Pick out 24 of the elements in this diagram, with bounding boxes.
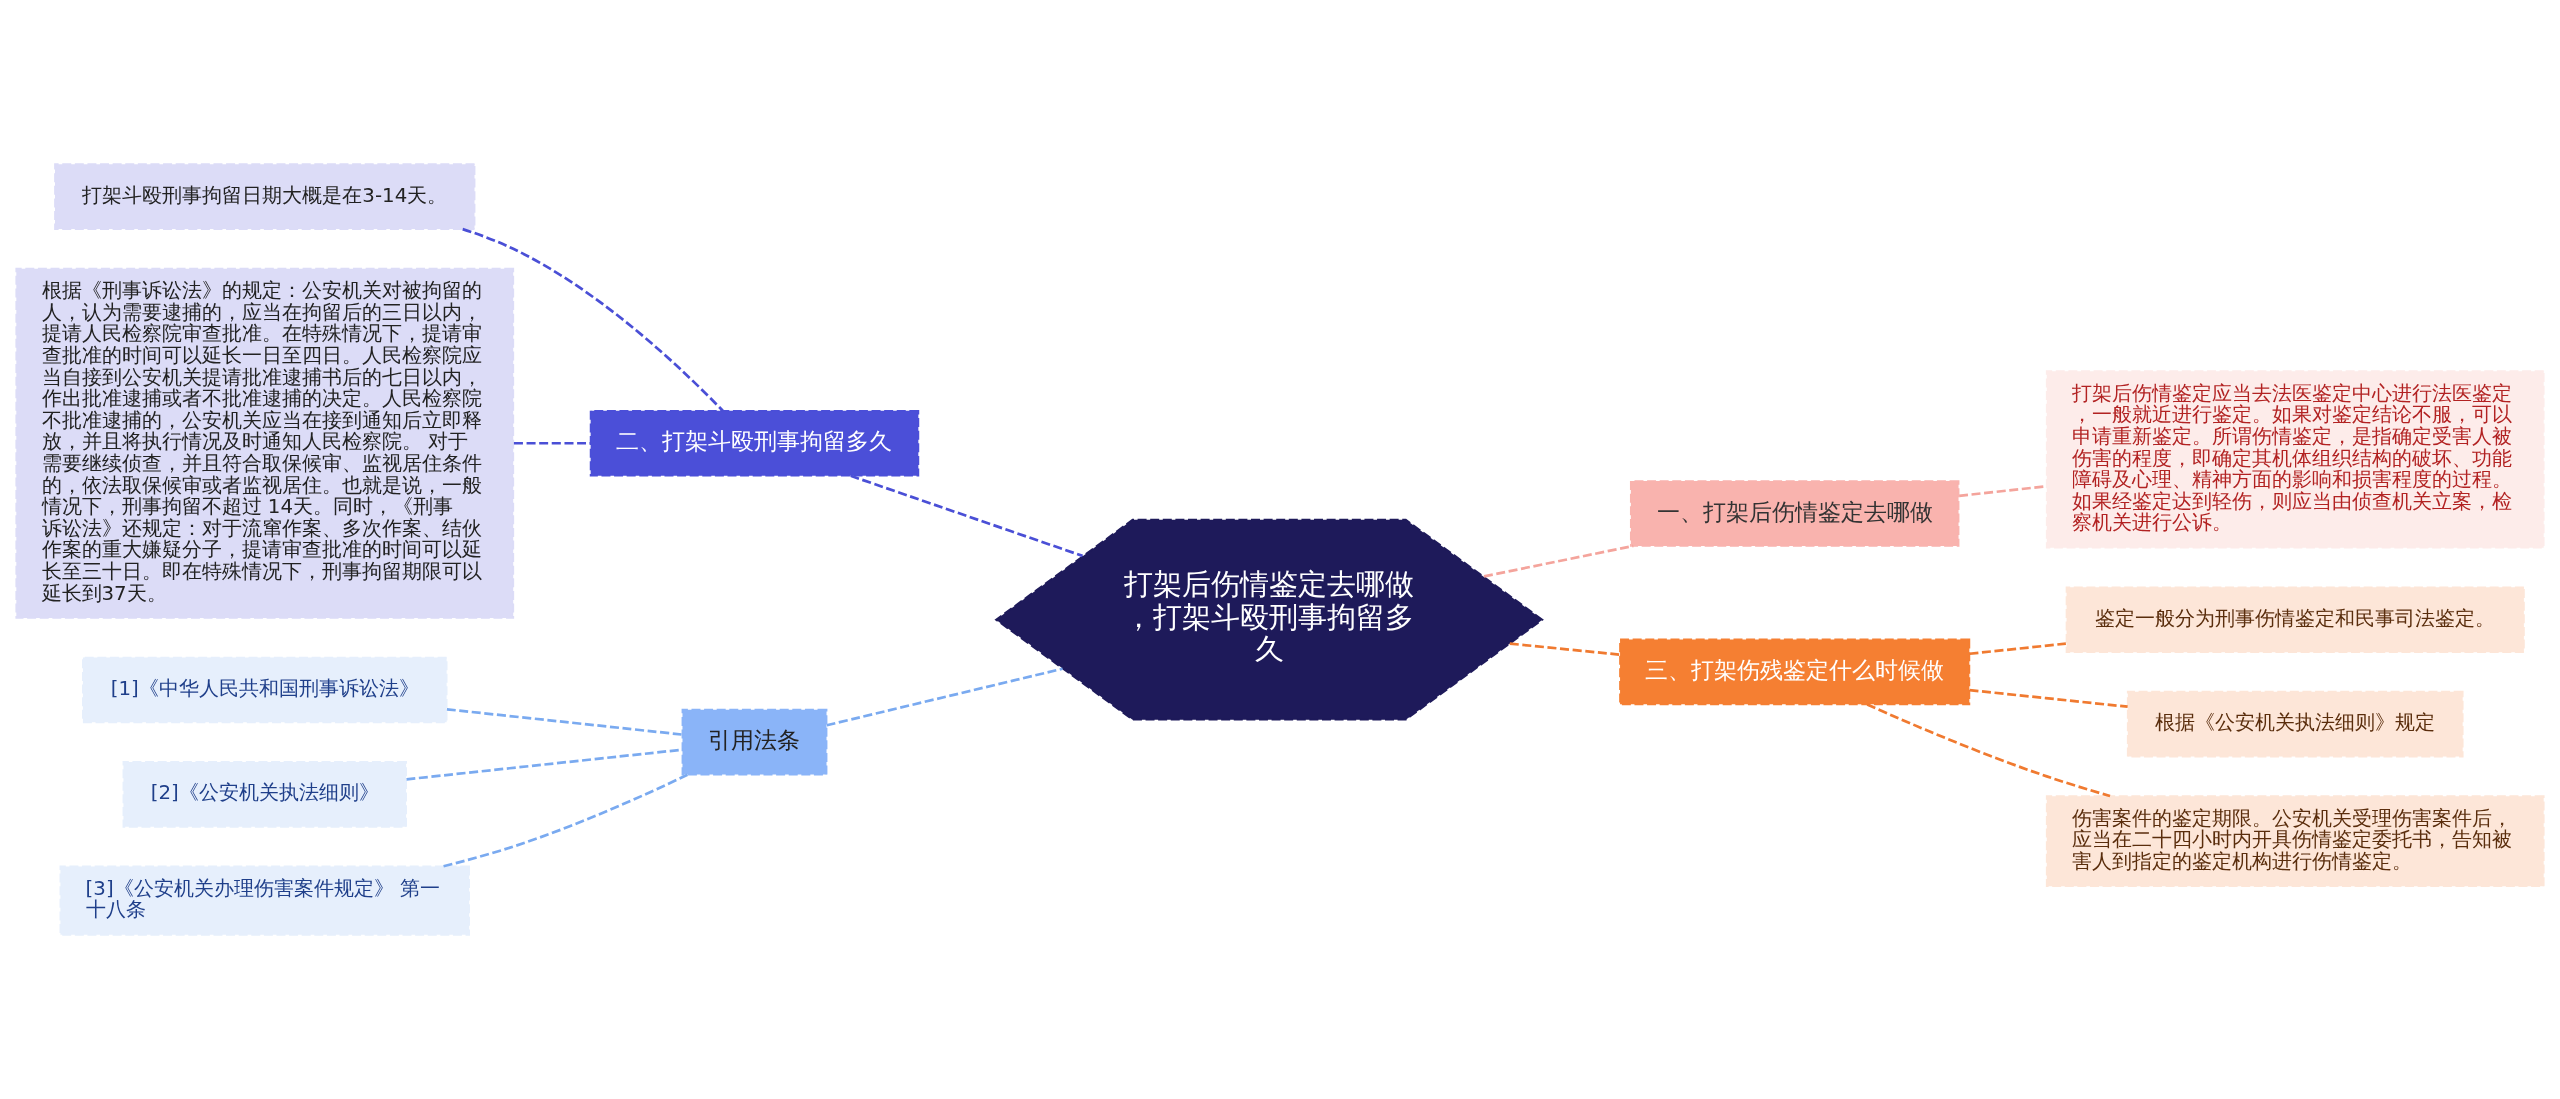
connector	[1509, 642, 1620, 656]
connector	[850, 474, 1083, 558]
connector	[1483, 544, 1634, 578]
connector	[513, 441, 591, 445]
node-box: 引用法条	[681, 708, 828, 776]
connector	[443, 773, 689, 868]
connector	[1969, 642, 2066, 656]
connector	[1969, 688, 2128, 709]
node-box: 一、打架后伤情鉴定去哪做	[1629, 480, 1960, 547]
node-box: 根据《公安机关执法细则》规定	[2126, 690, 2464, 758]
node-box: 打架后伤情鉴定应当去法医鉴定中心进行法医鉴定，一般就近进行鉴定。如果对鉴定结论不服，可以申请重新鉴定。所谓伤情鉴定，是指确定受害人被伤害的程度，即确定其机体组织结构的破坏、功能障碍及心理、精神方面的影响和损害程度的过程。如果经鉴定达到轻伤，则应当由侦查机关立案，检察机关进行公诉。	[2045, 370, 2545, 549]
node-box: 二、打架斗殴刑事拘留多久	[589, 409, 920, 477]
node-box: 伤害案件的鉴定期限。公安机关受理伤害案件后，应当在二十四小时内开具伤情鉴定委托书，告知被害人到指定的鉴定机构进行伤情鉴定。	[2045, 795, 2545, 888]
node-box: [2]《公安机关执法细则》	[122, 761, 407, 828]
node-box: [3]《公安机关办理伤害案件规定》 第一十八条	[59, 865, 471, 936]
node-box: 鉴定一般分为刑事伤情鉴定和民事司法鉴定。	[2065, 586, 2525, 654]
connector	[826, 667, 1063, 727]
node-box: 打架斗殴刑事拘留日期大概是在3-14天。	[54, 163, 476, 230]
connector	[446, 707, 683, 736]
connector	[1866, 703, 2111, 798]
connector	[462, 227, 724, 412]
node-box: [1]《中华人民共和国刑事诉讼法》	[82, 656, 448, 724]
node-box: 根据《刑事诉讼法》的规定：公安机关对被拘留的人，认为需要逮捕的，应当在拘留后的三日以内，提请人民检察院审查批准。在特殊情况下，提请审查批准的时间可以延长一日至四日。人民检察院应当自接到公安机关提请批准逮捕书后的七日以内，作出批准逮捕或者不批准逮捕的决定。人民检察院不批准逮捕的，公安机关应当在接到通知后立即释放，并且将执行情况及时通知人民检察院。 对于需要继续侦查，并且符合取保候审、监视居住条件的，依法取保候审或者监视居住。也就是说，一般情况下，刑事拘留不超过 14天。同时，《刑事诉讼法》还规定：对于流窜作案、多次作案、结伙作案的重大嫌疑分子，提请审查批准的时间可以延长至三十日。即在特殊情况下，刑事拘留期限可以延长到37天。	[15, 267, 515, 619]
node-box: 三、打架伤残鉴定什么时候做	[1619, 638, 1971, 706]
